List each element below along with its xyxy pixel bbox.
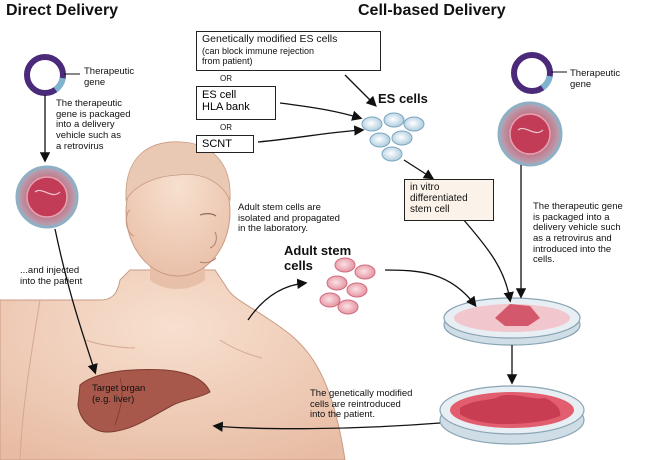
petri-dish-2	[439, 385, 585, 445]
scnt-box: SCNT	[196, 135, 254, 153]
arrow-virus-to-organ	[54, 228, 98, 375]
in-vitro-box: in vitro differentiated stem cell	[404, 179, 494, 221]
es-cells-label: ES cells	[378, 91, 428, 106]
retrovirus-cell	[497, 101, 563, 167]
plasmid-direct	[24, 54, 80, 96]
reintroduced-text: The genetically modified cells are reint…	[310, 388, 413, 421]
cell-gene-label: Therapeutic gene	[570, 68, 621, 90]
arrow-body-to-adult-cells	[247, 278, 308, 321]
arrow-es-cells-to-invitro	[403, 159, 435, 180]
arrow-gm-es-to-es-cells	[344, 74, 377, 107]
adult-stem-note: Adult stem cells are isolated and propag…	[238, 202, 340, 235]
petri-dish-1	[443, 297, 581, 346]
heading-direct-delivery: Direct Delivery	[6, 2, 119, 19]
es-hla-bank-box: ES cell HLA bank	[196, 86, 276, 120]
adult-stem-cells-label: Adult stem cells	[284, 243, 352, 273]
plasmid-cell	[511, 52, 567, 94]
or-label-1: OR	[220, 74, 232, 83]
in-vitro-text: in vitro differentiated stem cell	[410, 182, 468, 216]
heading-cell-based-delivery: Cell-based Delivery	[358, 2, 506, 19]
arrow-invitro-to-dish	[461, 217, 514, 303]
arrow-hla-to-es-cells	[279, 102, 363, 121]
arrow-scnt-to-es-cells	[257, 125, 365, 143]
es-cells-cluster	[361, 112, 425, 162]
direct-packaged-text: The therapeutic gene is packaged into a …	[56, 98, 131, 152]
gm-es-cells-box: Genetically modified ES cells (can block…	[196, 31, 381, 71]
adult-stem-cells-cluster	[319, 257, 376, 315]
retrovirus-direct	[15, 165, 79, 229]
arrow-adult-cells-to-dish	[384, 269, 477, 308]
arrow-dish-to-patient	[212, 421, 441, 432]
direct-gene-label: Therapeutic gene	[84, 66, 135, 88]
gm-es-title: Genetically modified ES cells	[202, 33, 338, 45]
or-label-2: OR	[220, 123, 232, 132]
gm-es-note: (can block immune rejection from patient…	[202, 45, 315, 66]
direct-injected-text: ...and injected into the patient	[20, 265, 83, 287]
liver-organ	[77, 369, 211, 433]
target-organ-label: Target organ (e.g. liver)	[92, 383, 146, 405]
cell-packaged-text: The therapeutic gene is packaged into a …	[533, 201, 623, 266]
